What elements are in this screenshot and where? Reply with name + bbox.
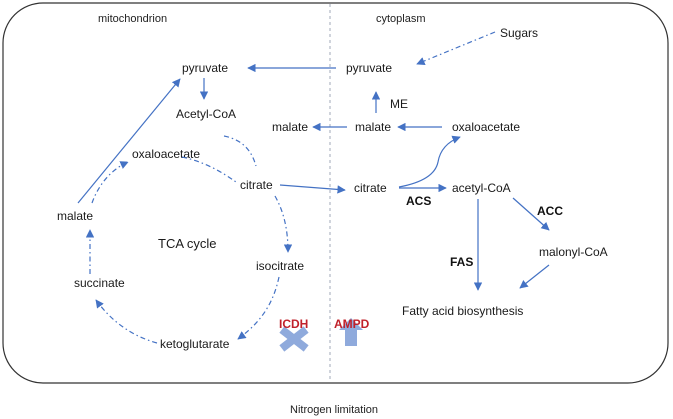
cytoplasm-label: cytoplasm: [376, 13, 426, 25]
ampd-enzyme-label: AMPD: [334, 317, 370, 331]
mito-malate-node: malate: [57, 209, 93, 223]
acetylcoa-to-citrate-arrow: [223, 135, 257, 167]
nitrogen-limitation-caption: Nitrogen limitation: [290, 404, 378, 416]
cyto-malate-node: malate: [355, 120, 391, 134]
cell-boundary: [2, 2, 669, 384]
citrate-export-arrow: [279, 184, 346, 194]
isocitrate-to-ketoglutarate-arrow: [237, 276, 280, 340]
mito-pyruvate-node: pyruvate: [182, 61, 228, 75]
citrate-to-oaa-arrow: [398, 135, 461, 188]
acc-enzyme-label: ACC: [537, 204, 563, 218]
icdh-enzyme-label: ICDH: [279, 317, 308, 331]
sugars-node: Sugars: [500, 26, 538, 40]
isocitrate-node: isocitrate: [256, 259, 304, 273]
malate-to-oaa-arrow: [91, 161, 129, 204]
ampd-upregulation-marker: AMPD: [334, 317, 370, 346]
succinate-node: succinate: [74, 276, 125, 290]
fatty-acid-node: Fatty acid biosynthesis: [402, 304, 523, 318]
me-enzyme-label: ME: [390, 97, 408, 111]
acetylcoa-to-malonylcoa-arrow: [512, 197, 550, 231]
mitochondrion-label: mitochondrion: [98, 13, 167, 25]
mito-citrate-node: citrate: [240, 178, 273, 192]
citrate-to-isocitrate-arrow: [274, 195, 293, 253]
acs-enzyme-label: ACS: [406, 194, 431, 208]
tca-cycle-label: TCA cycle: [158, 236, 217, 251]
mito-malate-exit-node: malate: [272, 120, 308, 134]
ketoglutarate-node: ketoglutarate: [160, 337, 230, 351]
sugars-to-pyruvate-arrow: [416, 31, 496, 66]
cyto-citrate-node: citrate: [354, 181, 387, 195]
malonylcoa-node: malonyl-CoA: [539, 245, 608, 259]
ketoglutarate-to-succinate-arrow: [95, 299, 158, 344]
mito-acetylcoa-node: Acetyl-CoA: [176, 107, 236, 121]
cyto-pyruvate-node: pyruvate: [346, 61, 392, 75]
fas-enzyme-label: FAS: [450, 255, 473, 269]
malonylcoa-to-fatty-acid-arrow: [519, 264, 550, 289]
cyto-oxaloacetate-node: oxaloacetate: [452, 120, 520, 134]
icdh-inhibition-marker: ICDH: [279, 317, 309, 352]
cyto-acetylcoa-node: acetyl-CoA: [452, 181, 511, 195]
malate-to-pyruvate-mito-arrow: [77, 78, 181, 204]
